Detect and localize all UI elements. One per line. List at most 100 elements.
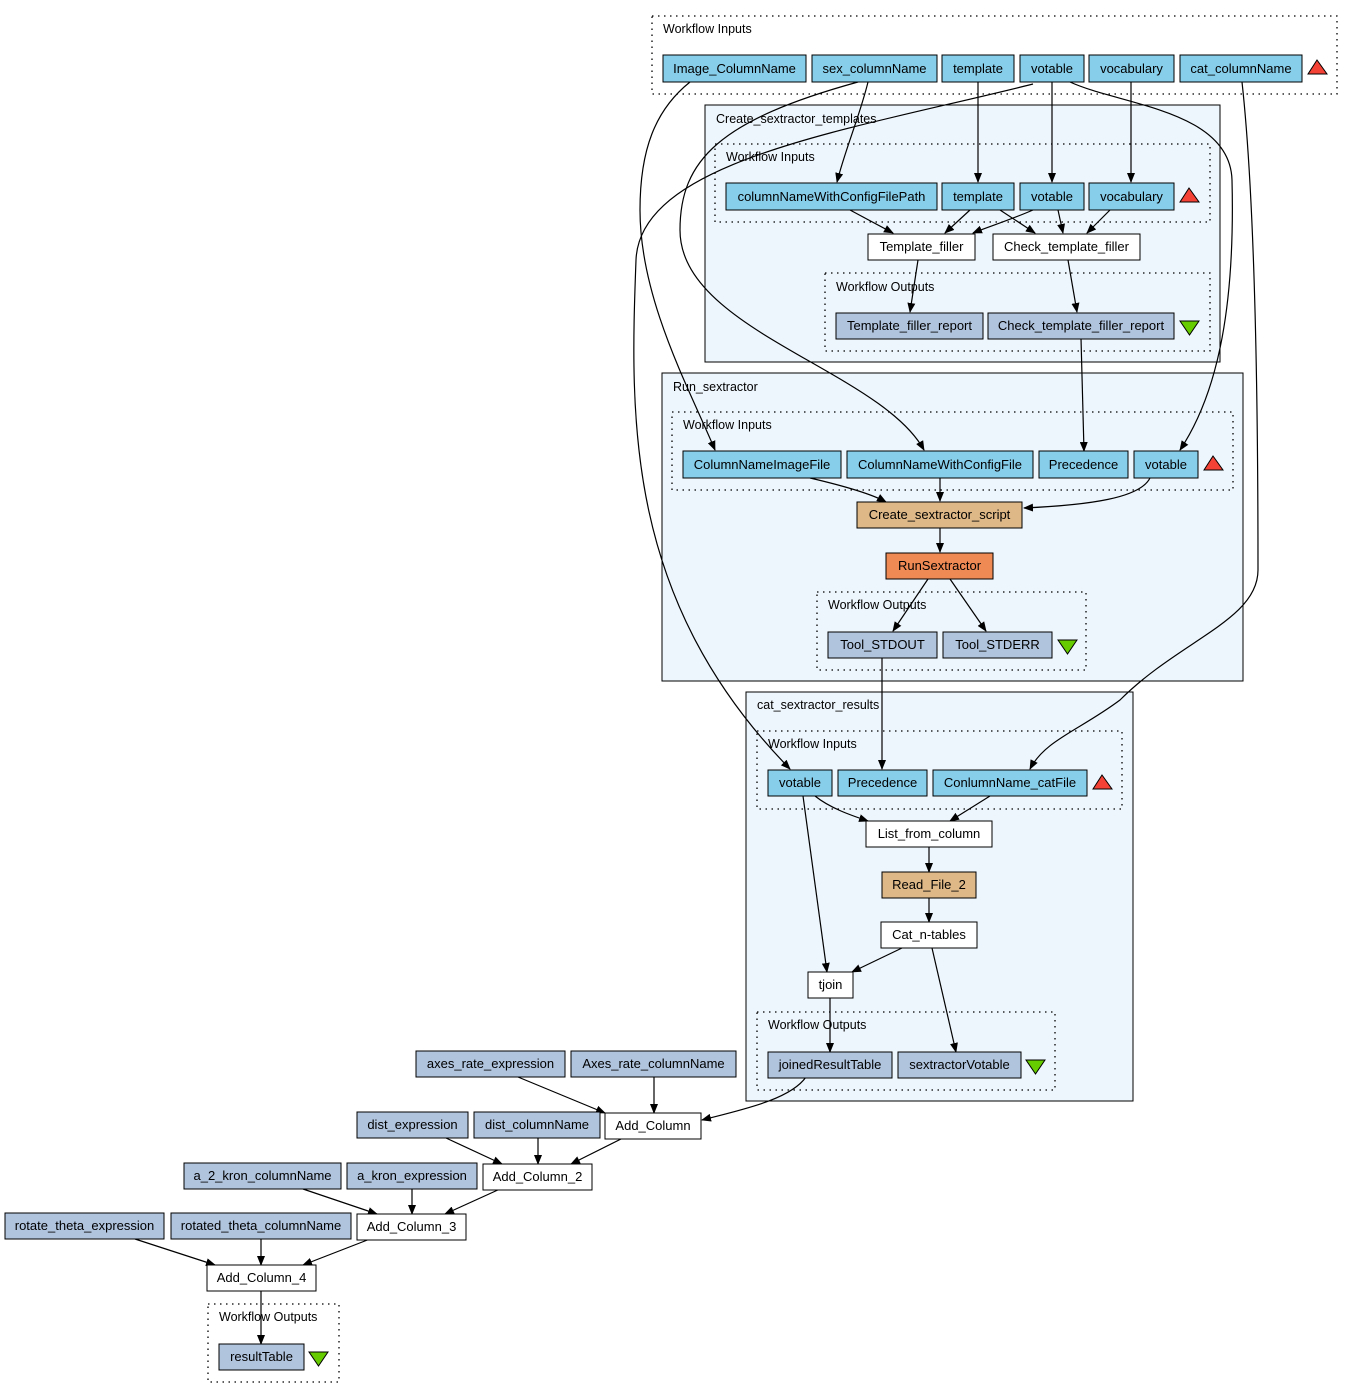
node-label: rotate_theta_expression xyxy=(15,1218,154,1233)
node-label: dist_columnName xyxy=(485,1117,589,1132)
node-label: sextractorVotable xyxy=(909,1057,1009,1072)
processor-add-column-4[interactable]: Add_Column_4 xyxy=(206,1264,317,1292)
node-label: tjoin xyxy=(819,977,843,992)
constant-dist-columnname[interactable]: dist_columnName xyxy=(473,1111,601,1139)
create-templates-title: Create_sextractor_templates xyxy=(716,112,877,126)
node-label: List_from_column xyxy=(878,826,981,841)
create-templates-inputs-label: Workflow Inputs xyxy=(726,150,815,164)
node-label: template xyxy=(953,61,1003,76)
constant-dist-expression[interactable]: dist_expression xyxy=(356,1111,469,1139)
node-label: joinedResultTable xyxy=(778,1057,882,1072)
node-label: votable xyxy=(1031,189,1073,204)
output-triangle-icon xyxy=(308,1351,329,1367)
cr-input-precedence[interactable]: Precedence xyxy=(837,769,928,797)
create-templates-inputs-box xyxy=(714,143,1211,223)
node-label: a_2_kron_columnName xyxy=(193,1168,331,1183)
node-label: Create_sextractor_script xyxy=(869,507,1011,522)
output-resulttable[interactable]: resultTable xyxy=(218,1343,305,1371)
node-label: Image_ColumnName xyxy=(673,61,796,76)
constant-a-2-kron-columnname[interactable]: a_2_kron_columnName xyxy=(183,1162,342,1190)
ct-input-template[interactable]: template xyxy=(941,182,1015,211)
input-template[interactable]: template xyxy=(941,54,1015,83)
cat-results-inputs-box xyxy=(756,730,1123,810)
node-label: Tool_STDOUT xyxy=(840,637,925,652)
processor-cat-n-tables[interactable]: Cat_n-tables xyxy=(880,921,978,949)
input-triangle-icon xyxy=(1092,774,1113,790)
create-templates-outputs-label: Workflow Outputs xyxy=(836,280,934,294)
node-label: cat_columnName xyxy=(1190,61,1291,76)
input-votable[interactable]: votable xyxy=(1019,54,1085,83)
processor-add-column-3[interactable]: Add_Column_3 xyxy=(356,1213,467,1241)
beanshell-read-file-2[interactable]: Read_File_2 xyxy=(881,871,977,899)
run-sextractor-inputs-label: Workflow Inputs xyxy=(683,418,772,432)
rs-input-votable[interactable]: votable xyxy=(1133,450,1199,479)
cat-results-outputs-label: Workflow Outputs xyxy=(768,1018,866,1032)
constant-axes-rate-columnname[interactable]: Axes_rate_columnName xyxy=(570,1050,737,1078)
processor-add-column-2[interactable]: Add_Column_2 xyxy=(482,1163,593,1191)
beanshell-create-sextractor-script[interactable]: Create_sextractor_script xyxy=(856,501,1023,529)
node-label: dist_expression xyxy=(367,1117,457,1132)
rs-input-columnnamewithconfigfile[interactable]: ColumnNameWithConfigFile xyxy=(846,450,1034,479)
top-workflow-inputs-box xyxy=(651,15,1338,95)
node-label: a_kron_expression xyxy=(357,1168,467,1183)
ct-output-check-template-filler-report[interactable]: Check_template_filler_report xyxy=(987,312,1175,340)
final-outputs-label: Workflow Outputs xyxy=(219,1310,317,1324)
ct-input-columnnamewithconfigfilepath[interactable]: columnNameWithConfigFilePath xyxy=(725,182,938,211)
node-label: ColumnNameWithConfigFile xyxy=(858,457,1022,472)
input-sex-columnname[interactable]: sex_columnName xyxy=(811,54,938,83)
top-workflow-inputs-label: Workflow Inputs xyxy=(663,22,752,36)
rs-output-tool-stderr[interactable]: Tool_STDERR xyxy=(942,631,1053,659)
tool-runsextractor[interactable]: RunSextractor xyxy=(885,552,994,580)
node-label: Precedence xyxy=(848,775,917,790)
node-label: vocabulary xyxy=(1100,61,1163,76)
ct-output-template-filler-report[interactable]: Template_filler_report xyxy=(835,312,984,340)
processor-check-template-filler[interactable]: Check_template_filler xyxy=(992,233,1141,261)
processor-template-filler[interactable]: Template_filler xyxy=(867,233,976,261)
rs-output-tool-stdout[interactable]: Tool_STDOUT xyxy=(827,631,938,659)
node-label: axes_rate_expression xyxy=(427,1056,554,1071)
node-label: rotated_theta_columnName xyxy=(181,1218,341,1233)
run-sextractor-inputs-box xyxy=(671,411,1234,491)
constant-rotate-theta-expression[interactable]: rotate_theta_expression xyxy=(4,1212,165,1240)
run-sextractor-outputs-box xyxy=(816,591,1087,671)
node-label: Tool_STDERR xyxy=(955,637,1040,652)
node-label: Axes_rate_columnName xyxy=(582,1056,724,1071)
node-label: votable xyxy=(1031,61,1073,76)
final-outputs-box xyxy=(207,1303,340,1383)
node-label: Template_filler_report xyxy=(847,318,972,333)
processor-tjoin[interactable]: tjoin xyxy=(807,971,854,999)
cat-results-outputs-box xyxy=(756,1011,1056,1091)
node-label: votable xyxy=(1145,457,1187,472)
constant-axes-rate-expression[interactable]: axes_rate_expression xyxy=(415,1050,566,1078)
constant-a-kron-expression[interactable]: a_kron_expression xyxy=(346,1162,478,1190)
cat-results-title: cat_sextractor_results xyxy=(757,698,879,712)
node-label: ConlumnName_catFile xyxy=(944,775,1076,790)
ct-input-vocabulary[interactable]: vocabulary xyxy=(1088,182,1175,211)
cr-input-conlumnname-catfile[interactable]: ConlumnName_catFile xyxy=(932,769,1088,797)
rs-input-columnnameimagefile[interactable]: ColumnNameImageFile xyxy=(682,450,842,479)
input-vocabulary[interactable]: vocabulary xyxy=(1088,54,1175,83)
ct-input-votable[interactable]: votable xyxy=(1019,182,1085,211)
run-sextractor-outputs-label: Workflow Outputs xyxy=(828,598,926,612)
input-cat-columnname[interactable]: cat_columnName xyxy=(1179,54,1303,83)
processor-add-column[interactable]: Add_Column xyxy=(604,1112,702,1140)
cr-input-votable[interactable]: votable xyxy=(767,769,833,797)
node-label: Cat_n-tables xyxy=(892,927,966,942)
node-label: Precedence xyxy=(1049,457,1118,472)
node-label: Check_template_filler xyxy=(1004,239,1130,254)
rs-input-precedence[interactable]: Precedence xyxy=(1038,450,1129,479)
node-label: Read_File_2 xyxy=(892,877,966,892)
cr-output-joinedresulttable[interactable]: joinedResultTable xyxy=(767,1051,893,1079)
node-label: Template_filler xyxy=(880,239,964,254)
output-triangle-icon xyxy=(1025,1059,1046,1075)
node-label: Add_Column xyxy=(615,1118,690,1133)
input-image-columnname[interactable]: Image_ColumnName xyxy=(662,54,807,83)
node-label: vocabulary xyxy=(1100,189,1163,204)
input-triangle-icon xyxy=(1179,187,1200,203)
node-label: resultTable xyxy=(230,1349,293,1364)
node-label: columnNameWithConfigFilePath xyxy=(738,189,926,204)
processor-list-from-column[interactable]: List_from_column xyxy=(865,820,993,848)
cr-output-sextractorvotable[interactable]: sextractorVotable xyxy=(897,1051,1022,1079)
constant-rotated-theta-columnname[interactable]: rotated_theta_columnName xyxy=(170,1212,352,1240)
